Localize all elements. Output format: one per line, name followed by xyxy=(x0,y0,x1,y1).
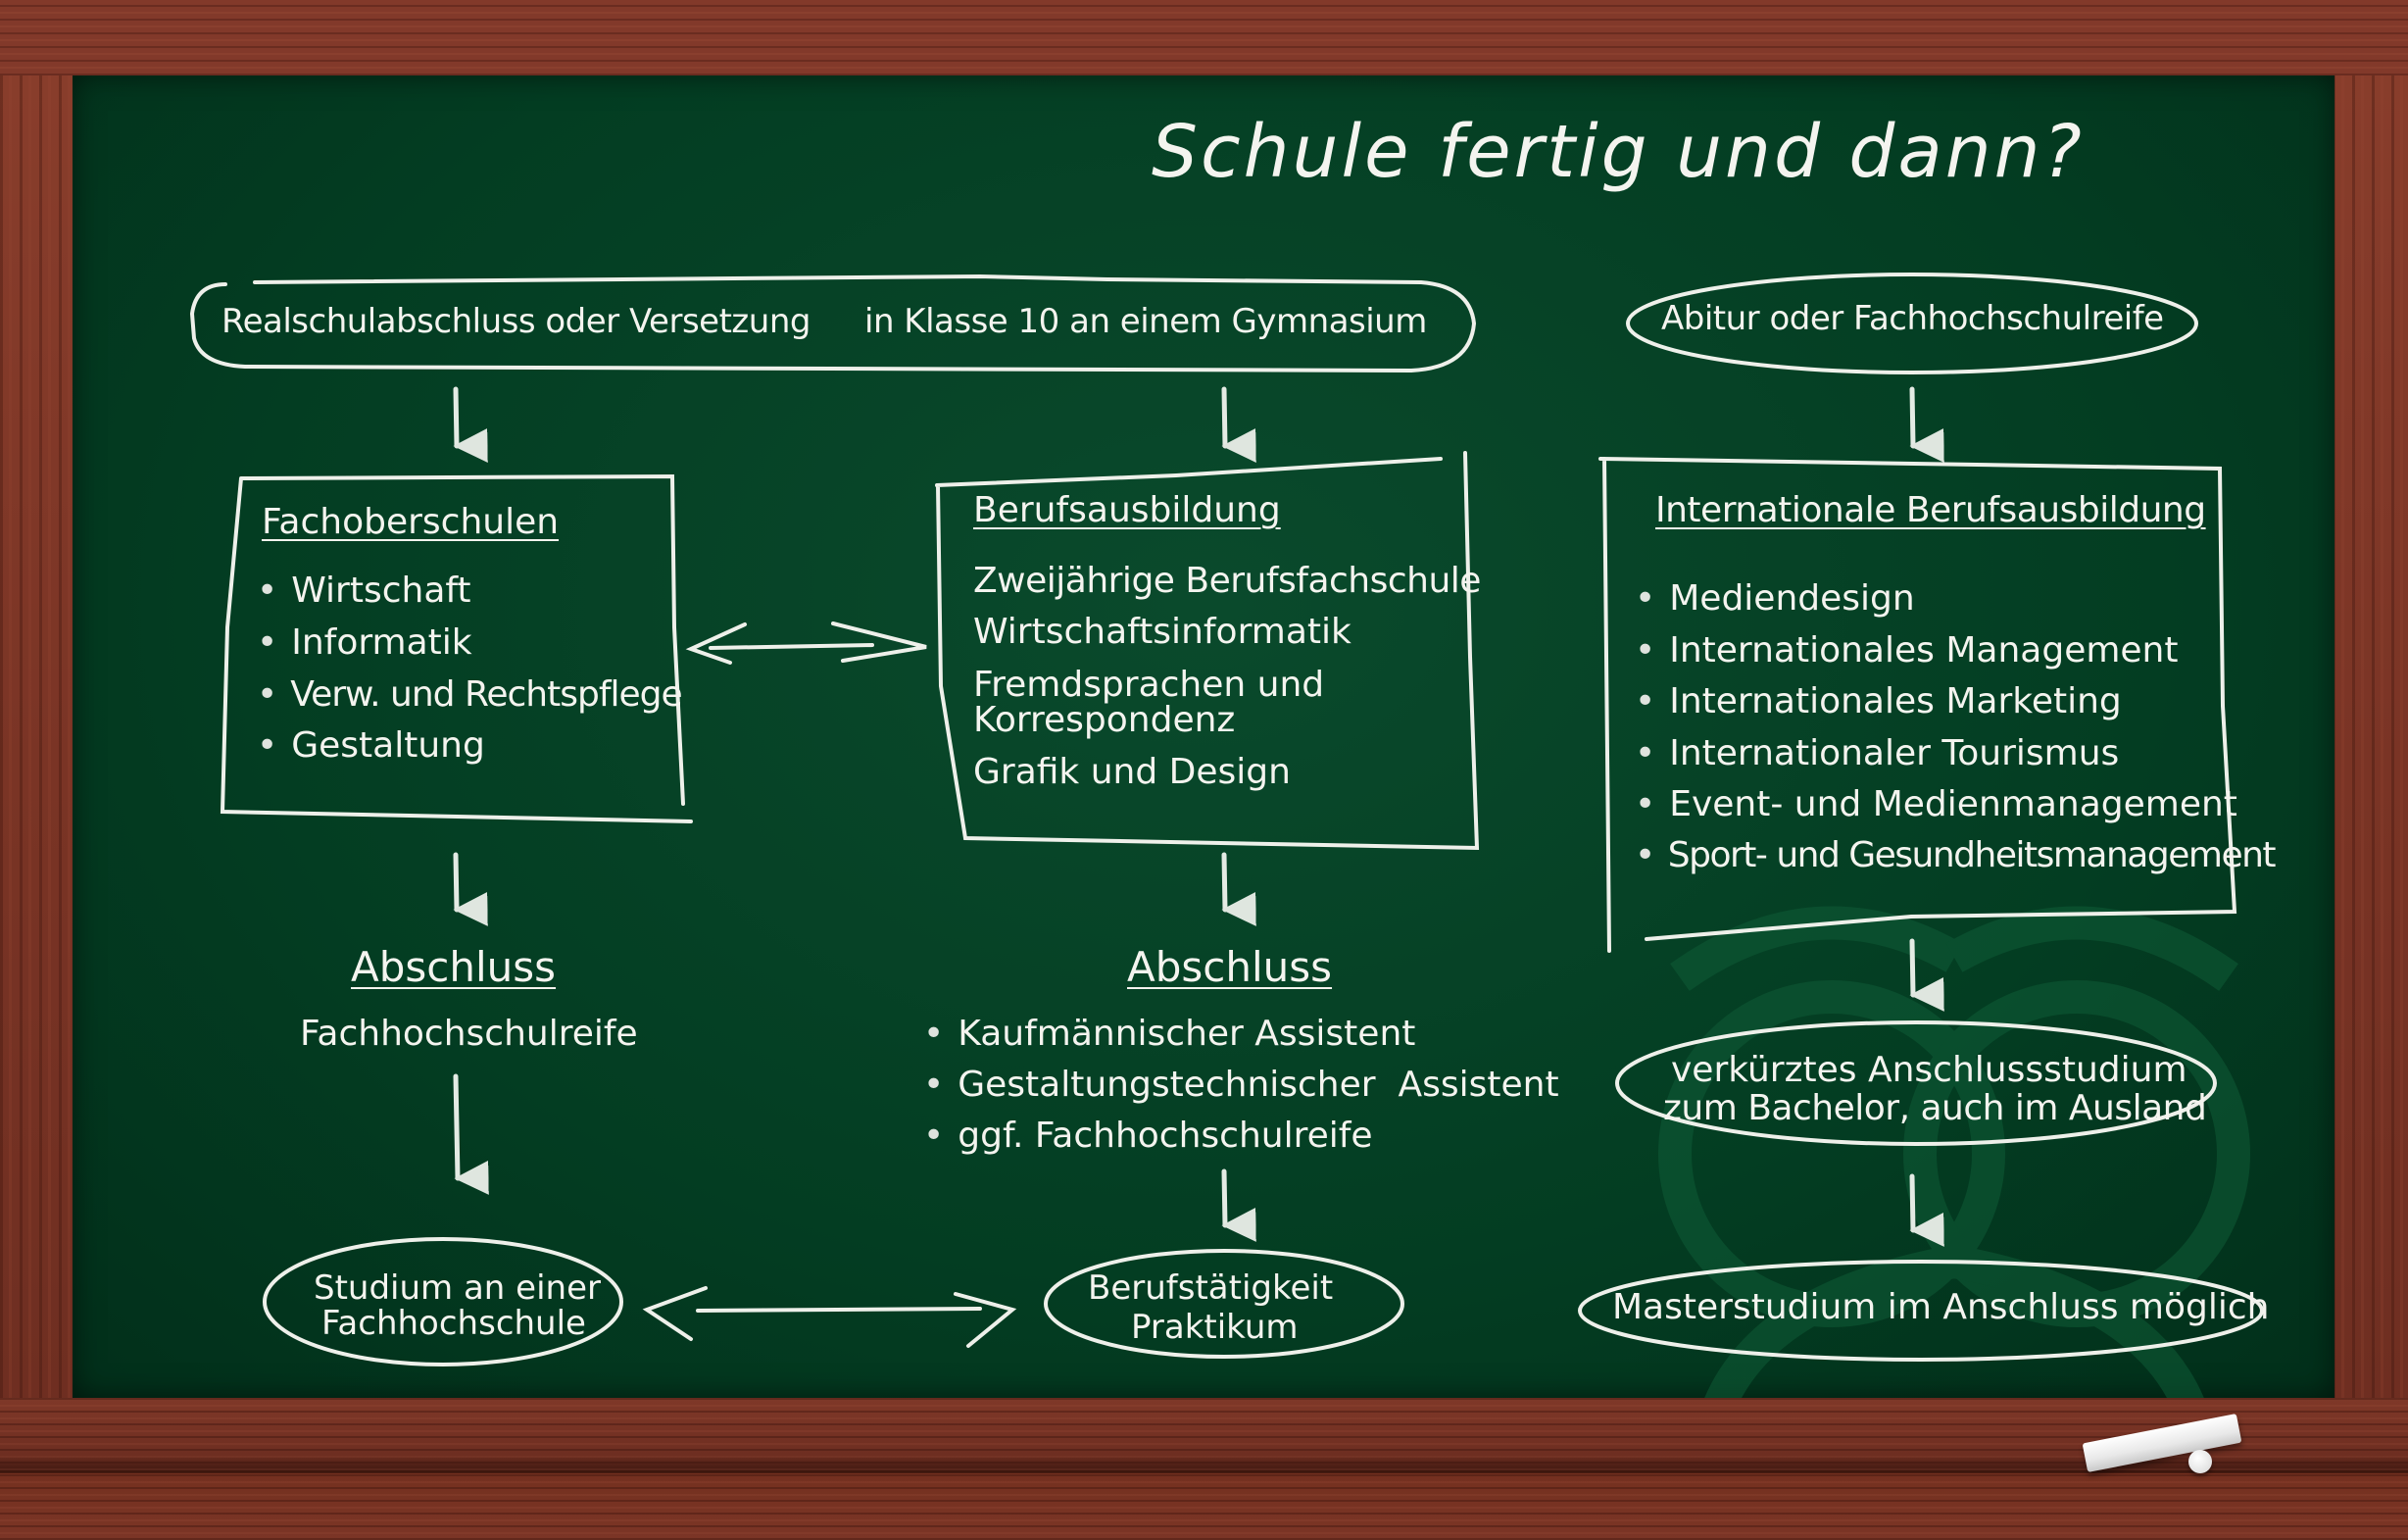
international-heading: Internationale Berufsausbildung xyxy=(1655,490,2206,530)
abschluss-center-item: ggf. Fachhochschulreife xyxy=(923,1116,1372,1156)
ledge-edge xyxy=(0,1470,2408,1473)
end-center-line-1: Berufstätigkeit xyxy=(1088,1268,1334,1308)
owl-ear-left xyxy=(1670,906,1963,991)
fos-item: Wirtschaft xyxy=(257,571,470,611)
end-center-line-2: Praktikum xyxy=(1131,1308,1299,1347)
berufsausbildung-item: Wirtschaftsinformatik xyxy=(973,612,1351,652)
berufsausbildung-item: Grafik und Design xyxy=(973,752,1291,792)
start-left-text-2: in Klasse 10 an einem Gymnasium xyxy=(864,302,1427,341)
chalk-piece xyxy=(2188,1450,2212,1473)
end-right-1-line-2: zum Bachelor, auch im Ausland xyxy=(1663,1088,2207,1128)
international-item: Internationaler Tourismus xyxy=(1635,733,2119,773)
international-item: Event- und Medienmanagement xyxy=(1635,784,2237,824)
end-right-2-text: Masterstudium im Anschluss möglich xyxy=(1612,1287,2270,1327)
international-item: Internationales Marketing xyxy=(1635,681,2122,721)
abschluss-center-item: Gestaltungstechnischer Assistent xyxy=(923,1065,1558,1105)
chalk-ledge xyxy=(0,1398,2408,1540)
international-item: Mediendesign xyxy=(1635,578,1914,619)
start-right-text: Abitur oder Fachhochschulreife xyxy=(1661,299,2164,338)
owl-ear-right xyxy=(1945,906,2238,991)
owl-body xyxy=(1704,1244,2204,1398)
abschluss-left-heading: Abschluss xyxy=(351,943,557,991)
berufsausbildung-item: Fremdsprachen und xyxy=(973,665,1325,705)
fos-item: Informatik xyxy=(257,622,471,663)
international-item: Sport- und Gesundheitsmanagement xyxy=(1635,835,2277,875)
end-left-line-1: Studium an einer xyxy=(314,1268,601,1308)
berufsausbildung-item: Zweijährige Berufsfachschule xyxy=(973,561,1481,601)
abschluss-center-item: Kaufmännischer Assistent xyxy=(923,1014,1415,1054)
fos-item: Gestaltung xyxy=(257,725,485,766)
international-item: Internationales Management xyxy=(1635,630,2178,671)
fos-heading: Fachoberschulen xyxy=(262,502,560,542)
abschluss-left-text: Fachhochschulreife xyxy=(300,1014,638,1054)
board-title: Schule fertig und dann? xyxy=(1152,110,2085,194)
end-right-1-line-1: verkürztes Anschlussstudium xyxy=(1671,1050,2187,1090)
start-left-text-1: Realschulabschluss oder Versetzung xyxy=(221,302,811,341)
fos-item: Verw. und Rechtspflege xyxy=(257,674,682,715)
berufsausbildung-item: Korrespondenz xyxy=(973,700,1236,740)
abschluss-center-heading: Abschluss xyxy=(1127,943,1333,991)
wooden-frame-top xyxy=(0,0,2408,75)
end-left-line-2: Fachhochschule xyxy=(321,1304,586,1343)
berufsausbildung-heading: Berufsausbildung xyxy=(973,490,1281,530)
